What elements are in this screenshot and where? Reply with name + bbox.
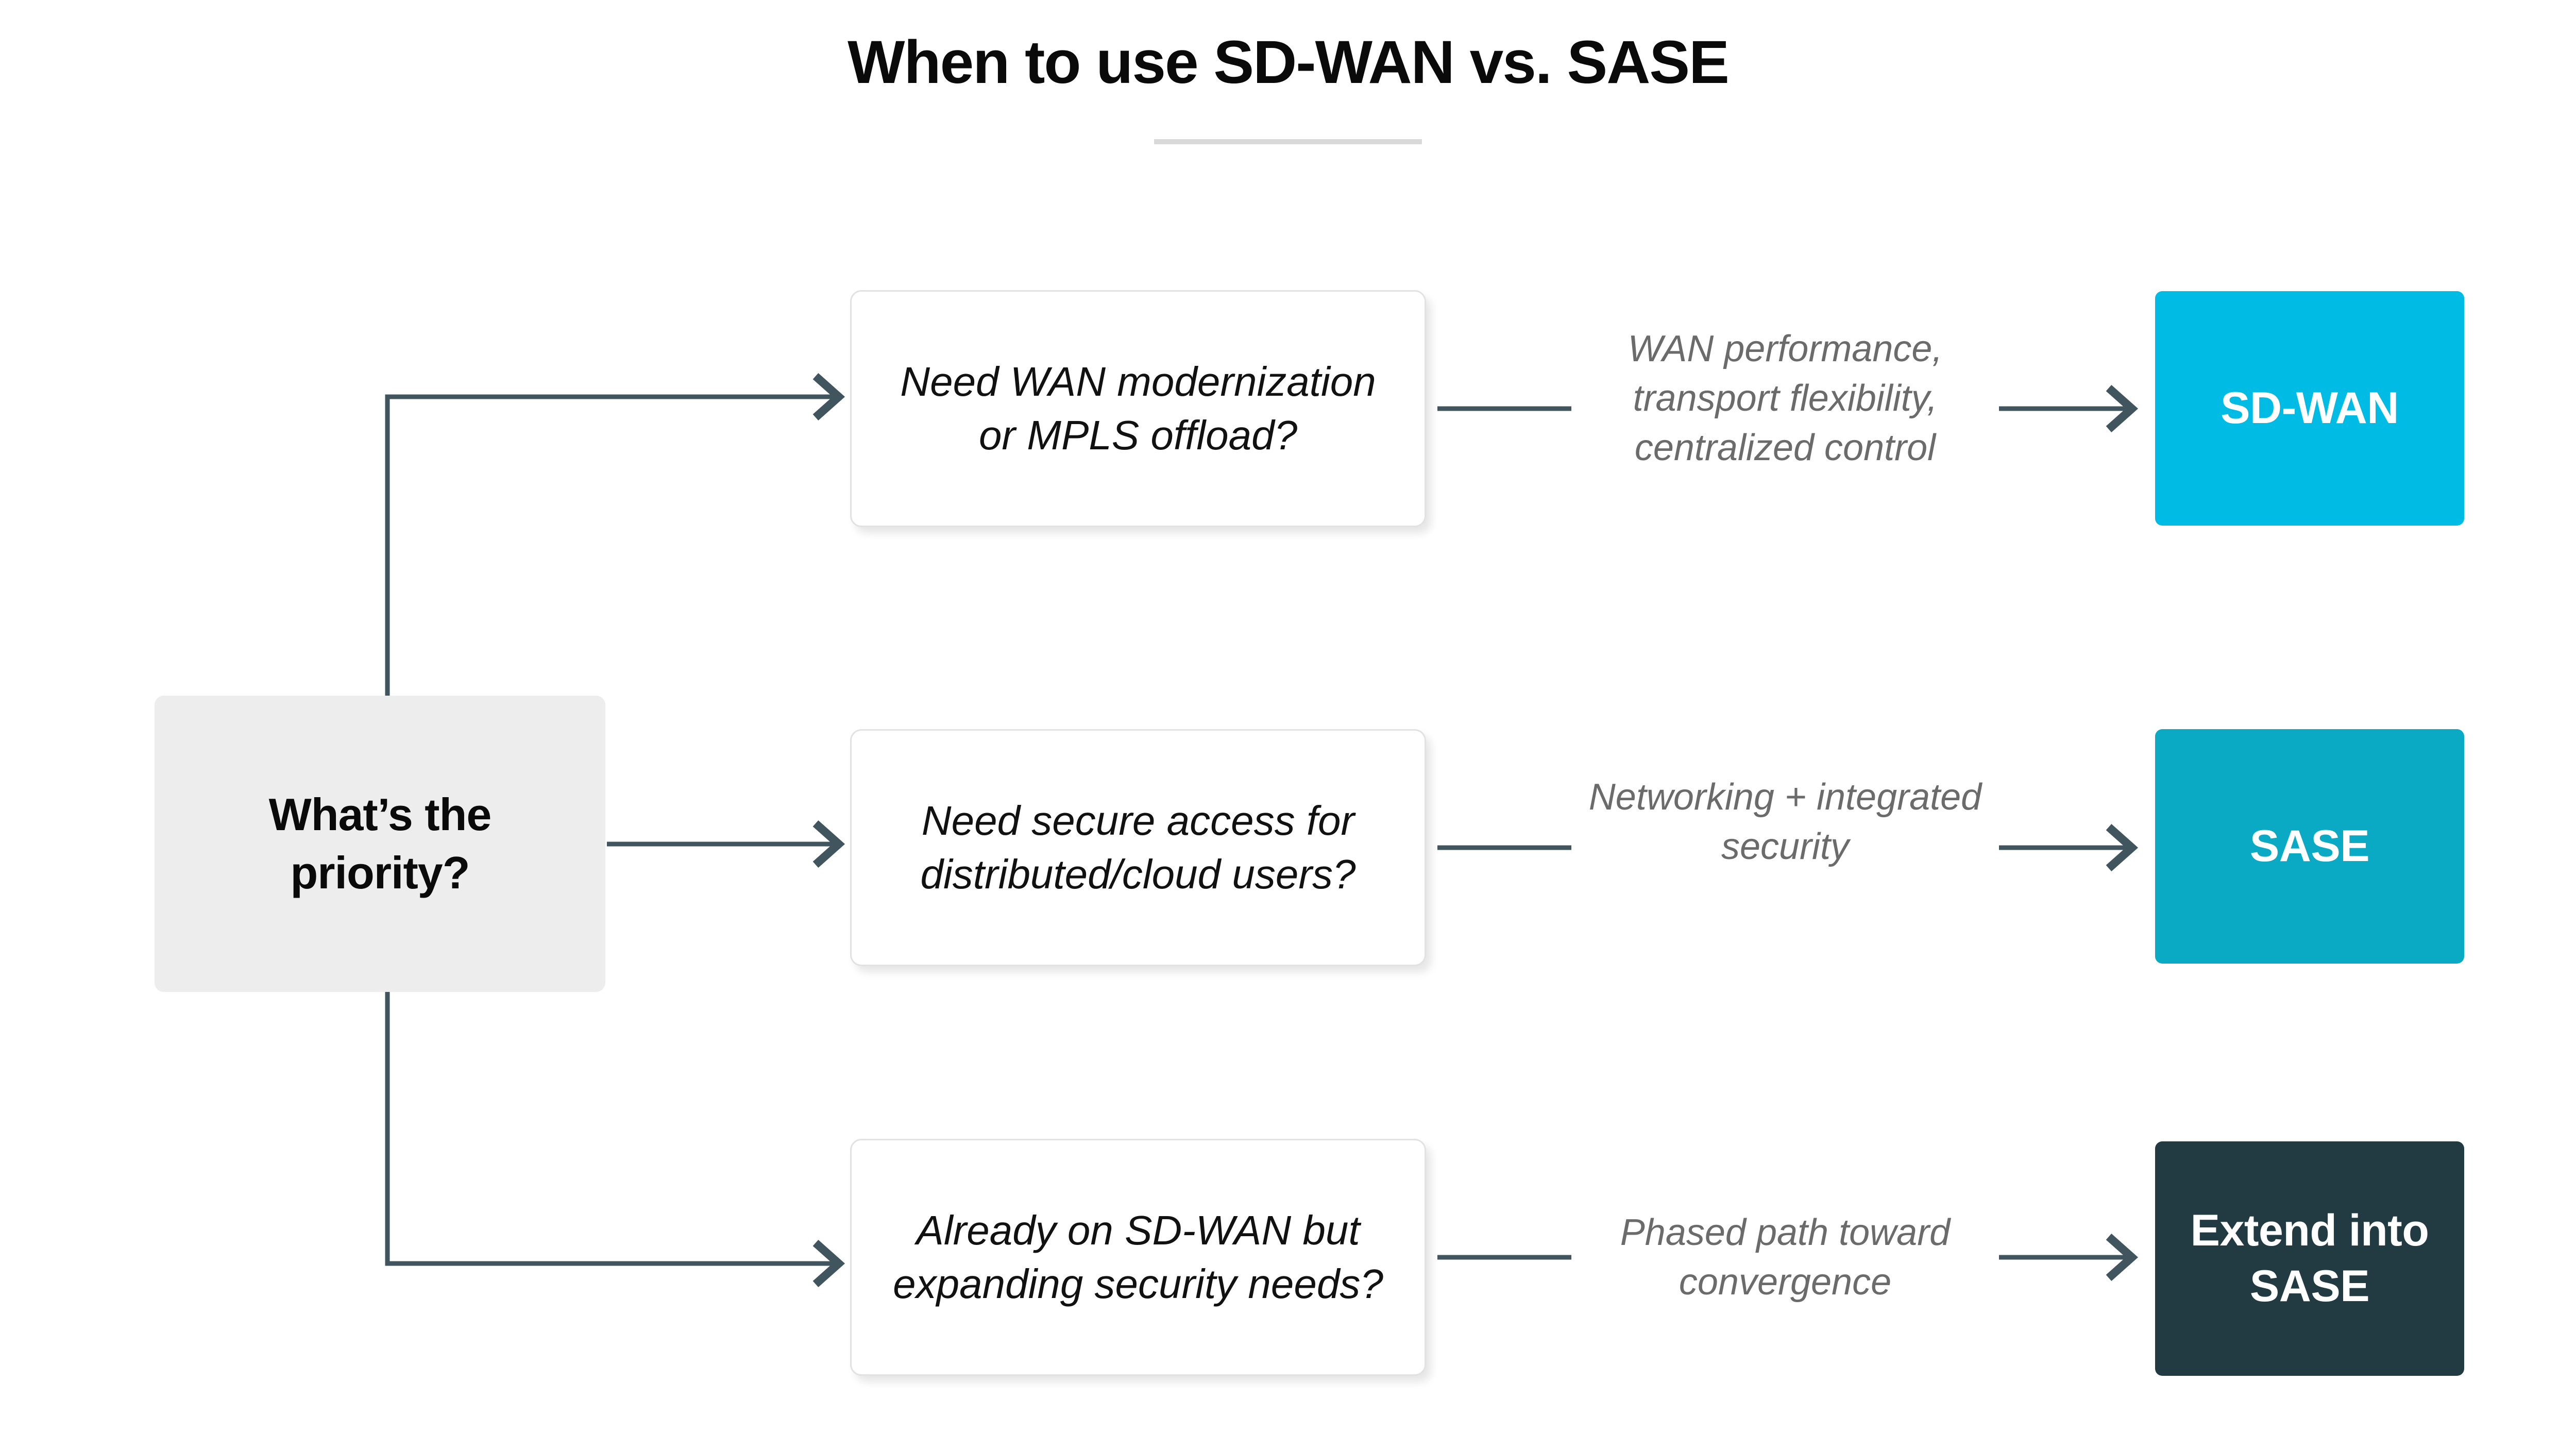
arrowhead-to-question-3 (812, 1240, 845, 1287)
question-node-3-label: Already on SD-WAN but expanding security… (893, 1207, 1383, 1307)
arrowhead-to-question-2 (812, 820, 845, 868)
question-node-2[interactable]: Need secure access for distributed/cloud… (850, 729, 1426, 966)
reason-label-3: Phased path toward convergence (1620, 1212, 1951, 1303)
reason-label-1: WAN performance, transport flexibility, … (1628, 328, 1943, 468)
question-node-3[interactable]: Already on SD-WAN but expanding security… (850, 1139, 1426, 1376)
outcome-node-extend-into-sase[interactable]: Extend into SASE (2155, 1141, 2464, 1376)
decision-node-label: What’s the priority? (268, 788, 492, 898)
outcome-node-sase-label: SASE (2249, 821, 2370, 871)
page-title: When to use SD-WAN vs. SASE (848, 28, 1730, 96)
arrowhead-to-question-1 (812, 373, 845, 420)
outcome-node-extend-into-sase-label: Extend into SASE (2190, 1206, 2429, 1311)
connector-decision-to-question-1 (385, 394, 841, 696)
connector-decision-to-question-3 (385, 992, 841, 1266)
arrowhead-to-outcome-3 (2106, 1234, 2139, 1281)
title-divider (1154, 139, 1422, 144)
question-node-2-label: Need secure access for distributed/cloud… (920, 798, 1356, 897)
question-node-1[interactable]: Need WAN modernization or MPLS offload? (850, 290, 1426, 527)
reason-label-2: Networking + integrated security (1588, 777, 1982, 867)
outcome-node-sd-wan-label: SD-WAN (2221, 383, 2399, 433)
outcome-node-sase[interactable]: SASE (2155, 729, 2464, 964)
outcome-node-sd-wan[interactable]: SD-WAN (2155, 291, 2464, 526)
header: When to use SD-WAN vs. SASE (0, 28, 2576, 144)
arrowhead-to-outcome-2 (2106, 824, 2139, 871)
decision-node[interactable]: What’s the priority? (155, 696, 605, 992)
arrowhead-to-outcome-1 (2106, 385, 2139, 432)
question-node-1-label: Need WAN modernization or MPLS offload? (900, 359, 1376, 458)
